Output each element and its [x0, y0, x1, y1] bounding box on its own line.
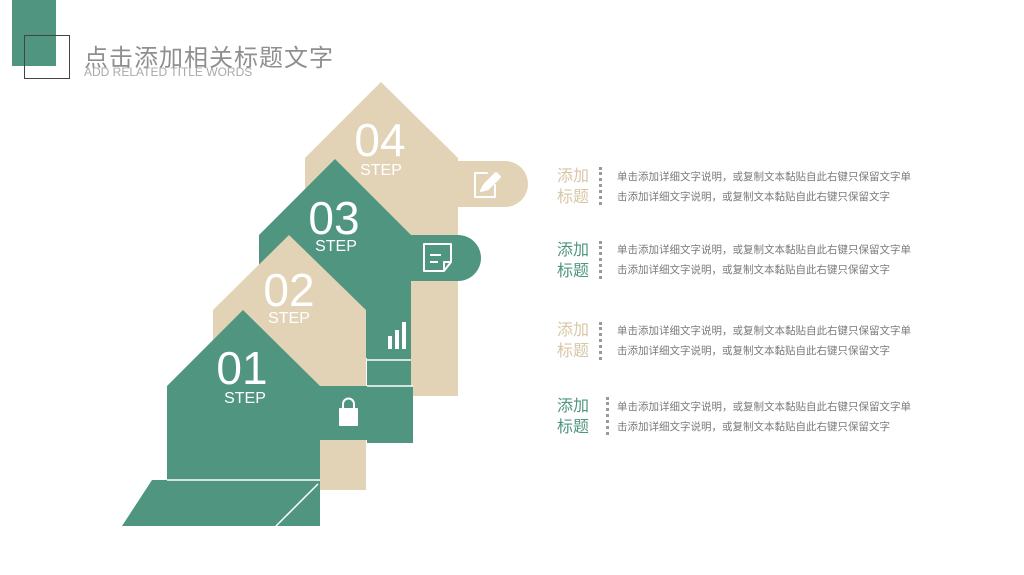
step-02-number: 02 — [263, 264, 314, 316]
step-01-label: STEP — [224, 390, 266, 407]
row-4-divider — [606, 397, 609, 435]
row-1-title: 添加 标题 — [557, 166, 590, 206]
step-04-label: STEP — [360, 162, 402, 179]
row-3-description: 单击添加详细文字说明，或复制文本黏贴自此右键只保留文字单 击添加详细文字说明，或… — [617, 325, 911, 357]
row-1-divider — [599, 167, 602, 205]
step-01-number: 01 — [216, 342, 267, 394]
step-01-base — [122, 480, 320, 526]
row-2-title: 添加 标题 — [557, 240, 590, 280]
step-01: 01 STEP — [122, 310, 358, 527]
row-2-description: 单击添加详细文字说明，或复制文本黏贴自此右键只保留文字单 击添加详细文字说明，或… — [617, 244, 911, 276]
row-2-divider — [599, 241, 602, 279]
step-04-number: 04 — [354, 114, 405, 166]
step-03-tab — [411, 235, 481, 281]
logo-block — [12, 0, 56, 66]
row-1-description: 单击添加详细文字说明，或复制文本黏贴自此右键只保留文字单 击添加详细文字说明，或… — [617, 171, 911, 203]
row-3-divider — [599, 322, 602, 360]
logo-frame — [24, 35, 70, 79]
page-subtitle: ADD RELATED TITLE WORDS — [84, 65, 253, 79]
bar-chart-icon — [388, 322, 406, 349]
step-02-label: STEP — [268, 310, 310, 327]
step-03-label: STEP — [315, 238, 357, 255]
row-4-description: 单击添加详细文字说明，或复制文本黏贴自此右键只保留文字单 击添加详细文字说明，或… — [617, 401, 911, 433]
edit-document-icon — [474, 172, 501, 198]
row-4-title: 添加 标题 — [557, 396, 590, 436]
note-icon — [423, 243, 452, 272]
step-03-number: 03 — [308, 192, 359, 244]
page-title: 点击添加相关标题文字 — [84, 44, 334, 72]
row-3-title: 添加 标题 — [557, 320, 590, 360]
shopping-bag-icon — [339, 397, 358, 426]
